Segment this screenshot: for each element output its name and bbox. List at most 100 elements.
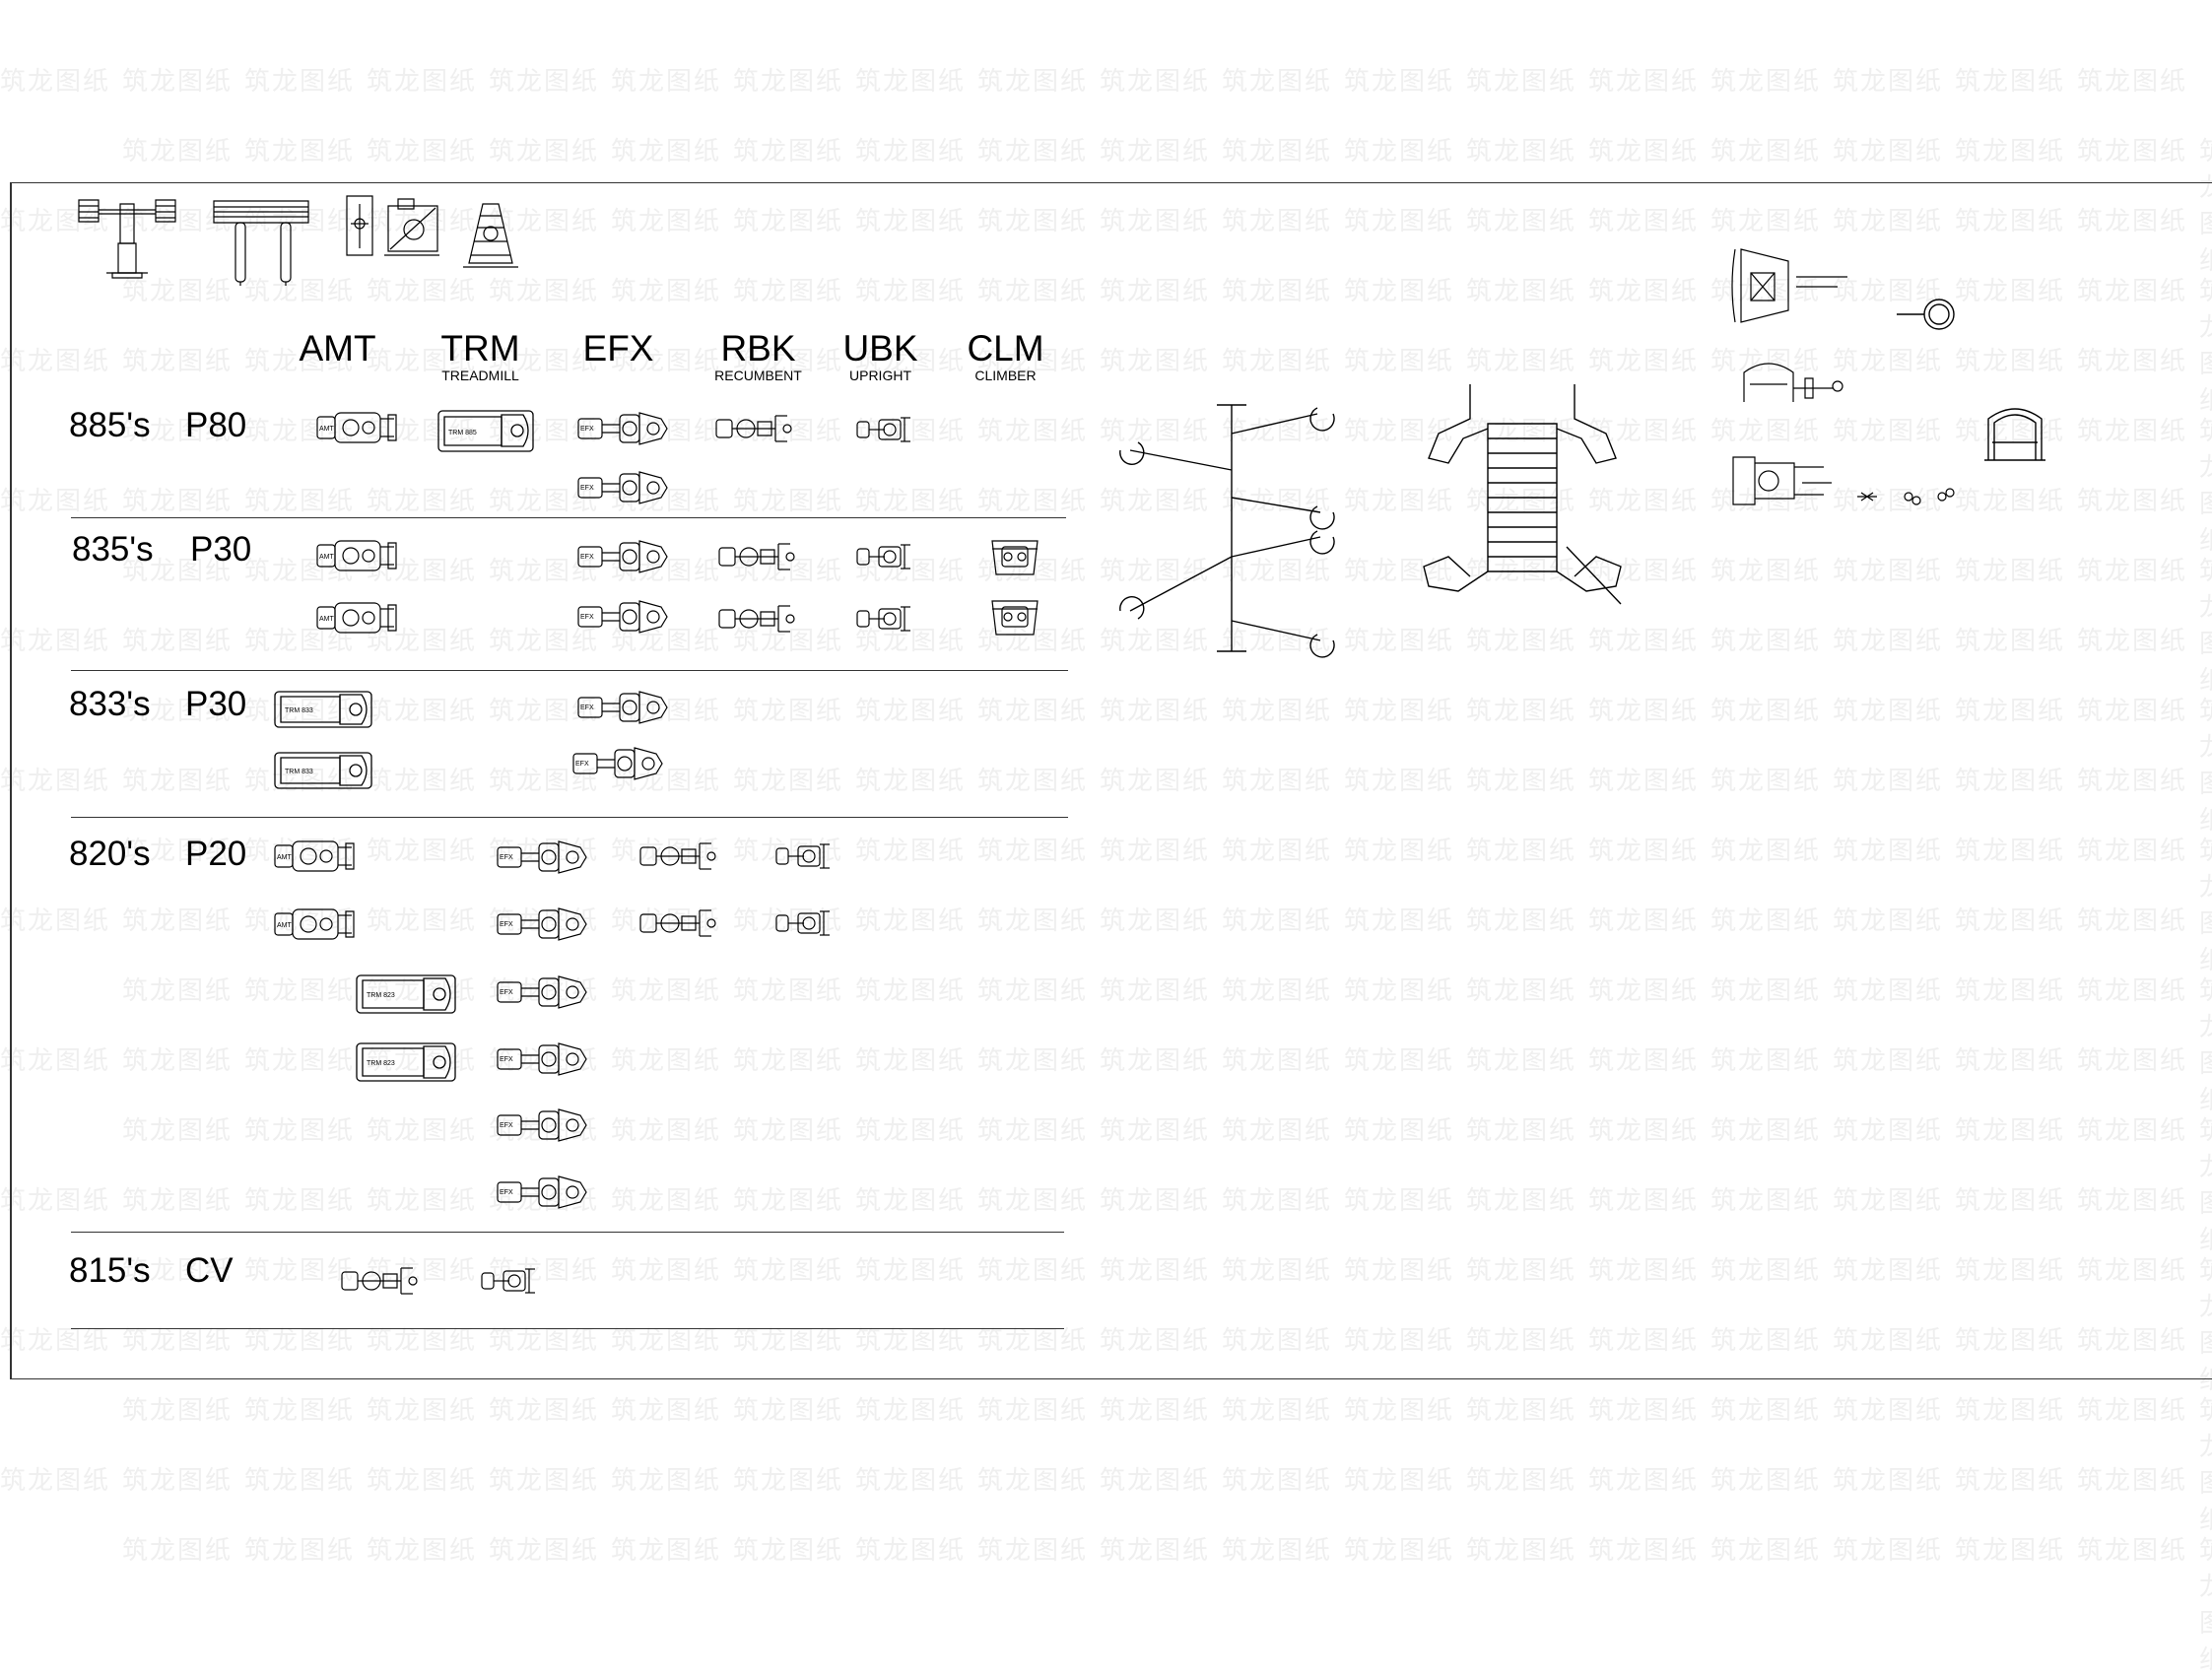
watermark-text: 筑龙图纸 bbox=[1955, 1466, 2066, 1496]
watermark-text: 筑龙图纸 bbox=[0, 1466, 111, 1496]
row-divider bbox=[71, 670, 1068, 671]
efx-plan-symbol: EFX bbox=[496, 1106, 589, 1145]
row-model-833: 833's bbox=[69, 685, 151, 723]
upright-bike-plan-symbol bbox=[855, 541, 914, 572]
watermark-text: 筑龙图纸 bbox=[733, 1536, 844, 1566]
efx-plan-symbol: EFX bbox=[496, 1173, 589, 1212]
trm-833-label: TRM 833 bbox=[285, 707, 313, 714]
efx-label: EFX bbox=[500, 1122, 513, 1129]
amt-label: AMT bbox=[319, 554, 335, 561]
watermark-text: 筑龙图纸 bbox=[1710, 67, 1822, 97]
column-sub-recumbent: RECUMBENT bbox=[714, 368, 802, 383]
efx-label: EFX bbox=[580, 554, 594, 561]
watermark-text: 筑龙图纸 bbox=[733, 1396, 844, 1426]
drawing-sheet: 筑龙图纸筑龙图纸筑龙图纸筑龙图纸筑龙图纸筑龙图纸筑龙图纸筑龙图纸筑龙图纸筑龙图纸… bbox=[0, 67, 2212, 1675]
watermark-text: 筑龙图纸 bbox=[1100, 1536, 1211, 1566]
treadmill-plan-symbol: TRM 833 bbox=[273, 751, 375, 790]
recumbent-bike-plan-symbol bbox=[717, 602, 796, 636]
watermark-text: 筑龙图纸 bbox=[1222, 1466, 1333, 1496]
recumbent-bike-plan-symbol bbox=[714, 412, 793, 445]
row-divider bbox=[71, 1328, 1064, 1329]
watermark-text: 筑龙图纸 bbox=[367, 137, 478, 167]
efx-label: EFX bbox=[580, 485, 594, 492]
watermark-text: 筑龙图纸 bbox=[855, 1536, 967, 1566]
watermark-text: 筑龙图纸 bbox=[1710, 1396, 1822, 1426]
row-model-815: 815's bbox=[69, 1251, 151, 1290]
watermark-text: 筑龙图纸 bbox=[244, 1396, 356, 1426]
efx-label: EFX bbox=[500, 921, 513, 928]
watermark-text: 筑龙图纸 bbox=[611, 137, 722, 167]
watermark-text: 筑龙图纸 bbox=[977, 1466, 1089, 1496]
treadmill-elevation-icon bbox=[212, 197, 310, 288]
watermark-text: 筑龙图纸 bbox=[1100, 1396, 1211, 1426]
amt-label: AMT bbox=[277, 922, 293, 929]
efx-plan-symbol: EFX bbox=[576, 409, 670, 448]
trm-833-label: TRM 833 bbox=[285, 769, 313, 775]
watermark-text: 筑龙图纸 bbox=[977, 67, 1089, 97]
watermark-text: 筑龙图纸 bbox=[122, 1536, 234, 1566]
trm-885-label: TRM 885 bbox=[448, 430, 477, 436]
watermark-text: 筑龙图纸 bbox=[1100, 1466, 1211, 1496]
recumbent-bike-plan-symbol bbox=[717, 540, 796, 573]
row-program-p30: P30 bbox=[190, 530, 252, 569]
column-header-clm: CLM bbox=[967, 328, 1044, 369]
seat-plan-symbol bbox=[1734, 355, 1867, 409]
watermark-text: 筑龙图纸 bbox=[1344, 67, 1455, 97]
column-header-efx: EFX bbox=[582, 328, 654, 369]
watermark-text: 筑龙图纸 bbox=[1833, 1536, 1944, 1566]
trm-823-label: TRM 823 bbox=[367, 1060, 395, 1067]
efx-label: EFX bbox=[580, 614, 594, 621]
watermark-text: 筑龙图纸 bbox=[855, 1396, 967, 1426]
watermark-text: 筑龙图纸 bbox=[977, 1396, 1089, 1426]
climber-plan-symbol bbox=[988, 597, 1042, 638]
watermark-text: 筑龙图纸 bbox=[489, 1466, 600, 1496]
watermark-text: 筑龙图纸 bbox=[1833, 67, 1944, 97]
watermark-text: 筑龙图纸 bbox=[367, 1396, 478, 1426]
upright-bike-plan-symbol bbox=[480, 1265, 539, 1297]
watermark-text: 筑龙图纸 bbox=[244, 1536, 356, 1566]
column-sub-climber: CLIMBER bbox=[974, 368, 1037, 383]
watermark-text: 筑龙图纸 bbox=[2077, 137, 2188, 167]
column-header-rbk: RBK bbox=[720, 328, 796, 369]
watermark-text: 筑龙图纸 bbox=[977, 137, 1089, 167]
watermark-text: 筑龙图纸 bbox=[1344, 137, 1455, 167]
watermark-text: 筑龙图纸 bbox=[733, 67, 844, 97]
watermark-text: 筑龙图纸 bbox=[244, 67, 356, 97]
row-divider bbox=[71, 817, 1068, 818]
watermark-text: 筑龙图纸 bbox=[489, 137, 600, 167]
watermark-text: 筑龙图纸 bbox=[2077, 1536, 2188, 1566]
climber-plan-symbol bbox=[988, 537, 1042, 578]
row-divider bbox=[71, 1232, 1064, 1233]
row-program-p20: P20 bbox=[185, 835, 247, 873]
efx-plan-symbol: EFX bbox=[496, 1039, 589, 1079]
watermark-text: 筑龙图纸 bbox=[1588, 1396, 1700, 1426]
efx-plan-symbol: EFX bbox=[496, 972, 589, 1012]
watermark-text: 筑龙图纸 bbox=[611, 1536, 722, 1566]
treadmill-plan-symbol: TRM 823 bbox=[355, 1041, 459, 1083]
watermark-text: 筑龙图纸 bbox=[1466, 67, 1577, 97]
watermark-text: 筑龙图纸 bbox=[1466, 137, 1577, 167]
recumbent-bike-plan-symbol bbox=[340, 1264, 419, 1298]
column-sub-treadmill: TREADMILL bbox=[441, 368, 519, 383]
watermark-text: 筑龙图纸 bbox=[1466, 1536, 1577, 1566]
efx-plan-symbol: EFX bbox=[576, 597, 670, 637]
amt-elevation-icon bbox=[77, 192, 180, 281]
watermark-text: 筑龙图纸 bbox=[611, 1466, 722, 1496]
upright-bike-plan-symbol bbox=[774, 907, 834, 939]
bike-elevation-icons bbox=[345, 194, 520, 271]
efx-label: EFX bbox=[500, 854, 513, 861]
handle-attachment-symbol bbox=[1892, 291, 1961, 340]
watermark-text: 筑龙图纸 bbox=[1833, 1396, 1944, 1426]
watermark-text: 筑龙图纸 bbox=[1710, 1466, 1822, 1496]
watermark-text: 筑龙图纸 bbox=[2077, 1466, 2188, 1496]
recumbent-bike-plan-symbol bbox=[638, 839, 717, 873]
bench-plan-symbol bbox=[1729, 241, 1857, 335]
watermark-text: 筑龙图纸 bbox=[1588, 67, 1700, 97]
cable-station-plan bbox=[1108, 389, 1355, 665]
watermark-text: 筑龙图纸 bbox=[2077, 1396, 2188, 1426]
watermark-text: 筑龙图纸 bbox=[122, 137, 234, 167]
amt-label: AMT bbox=[277, 854, 293, 861]
watermark-text: 筑龙图纸 bbox=[244, 1466, 356, 1496]
column-header-trm: TRM bbox=[440, 328, 520, 369]
watermark-text: 筑龙图纸 bbox=[611, 1396, 722, 1426]
